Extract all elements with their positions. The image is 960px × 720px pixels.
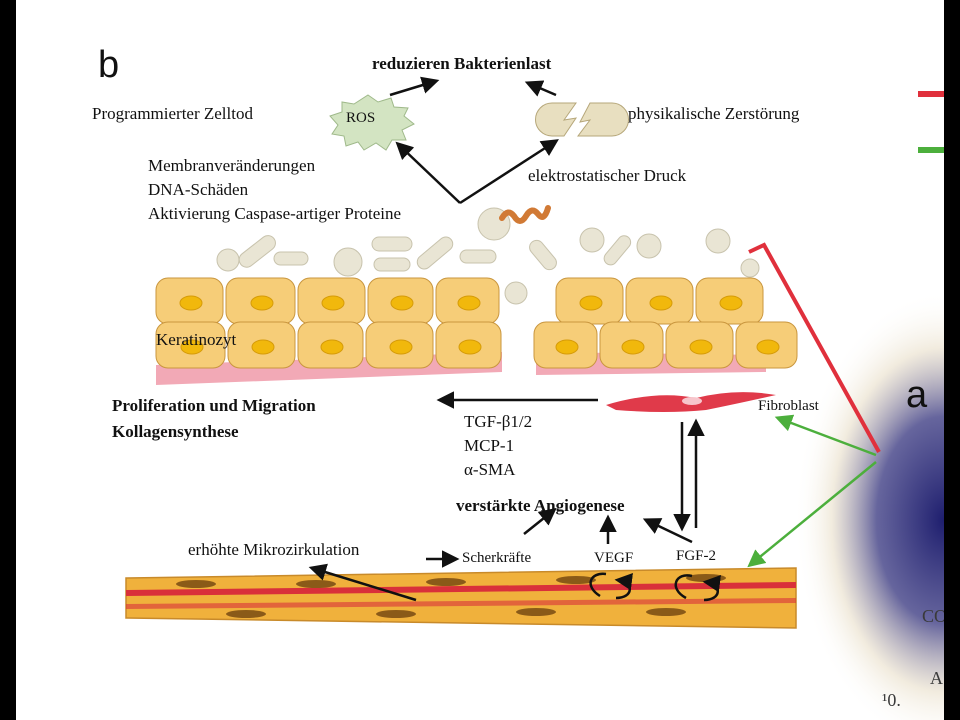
mechanism-2: DNA-Schäden [148,180,249,199]
arrow-shear-to-angiogenesis [523,507,557,535]
arrow-to-mikrozirkulation [308,563,417,602]
arrow-to-capsule [459,139,559,205]
arrow-fgf-to-angiogenesis [642,518,693,544]
cell-nucleus [180,339,204,355]
wound-healing-diagram [125,76,944,720]
cell-nucleus [179,295,203,311]
blood-vessel [125,567,797,629]
vegf-loop-arrows [589,574,630,600]
edge-fragment-3: ¹0. [882,690,901,710]
mechanism-3: Aktivierung Caspase-artiger Proteine [148,204,402,223]
electrostatic-label: elektrostatischer Druck [528,166,687,185]
cell-nucleus [649,295,673,311]
cell-death-label: Programmierter Zelltod [92,104,253,123]
mechanism-1: Membranveränderungen [148,156,316,175]
keratinocyte-layer [155,277,798,369]
fgf2-label: FGF-2 [676,548,717,564]
factor-1: TGF-β1/2 [464,412,533,431]
cell-nucleus [250,295,274,311]
cell-nucleus [389,339,413,355]
cell-nucleus [719,295,743,311]
arrow-capsule-to-goal [524,80,557,97]
cell-nucleus [579,295,603,311]
cell-nucleus [457,295,481,311]
spiral-bacterium [499,205,551,224]
ros-starburst [329,94,415,151]
physical-destruction-label: physikalische Zerstörung [628,104,800,123]
bacteria [216,207,760,305]
proliferation-label: Proliferation und Migration [112,396,316,415]
red-indicator-line [748,242,881,453]
vegf-label: VEGF [594,550,634,566]
green-arrow-fgf2 [747,461,877,568]
panel-a-glow [794,290,944,720]
shear-forces-label: Scherkräfte [462,550,532,566]
edge-fragment-2: A [930,668,943,688]
goal-label: reduzieren Bakterienlast [372,54,552,73]
cell-nucleus [390,295,414,311]
cell-nucleus [689,339,713,355]
panel-b-label: b [98,44,120,86]
angiogenesis-label: verstärkte Angiogenese [456,496,625,515]
collagen-label: Kollagensynthese [112,422,239,441]
keratinocyte-label: Keratinozyt [156,330,237,349]
cell-nucleus [458,339,482,355]
slide: b a reduzieren Bakterienlast ROS Program… [16,0,944,720]
fibroblast-label: Fibroblast [758,398,819,414]
cell-nucleus [251,339,275,355]
arrow-ros-to-goal [389,76,440,97]
factor-2: MCP-1 [464,436,515,455]
cell-nucleus [320,339,344,355]
ros-label: ROS [346,110,376,126]
arrow-to-ros [395,141,461,204]
microcirculation-label: erhöhte Mikrozirkulation [188,540,360,559]
factor-3: α-SMA [464,460,516,479]
cell-nucleus [555,339,579,355]
broken-capsule-icon [535,102,629,137]
panel-a-label: a [906,374,928,416]
green-arrow-fibroblast [774,414,877,457]
cell-nucleus [756,339,780,355]
cell-nucleus [621,339,645,355]
fgf-loop-arrows [674,575,718,602]
fibroblast-cell [606,392,776,412]
cell-nucleus [321,295,345,311]
edge-fragment-1: CO [922,606,944,626]
